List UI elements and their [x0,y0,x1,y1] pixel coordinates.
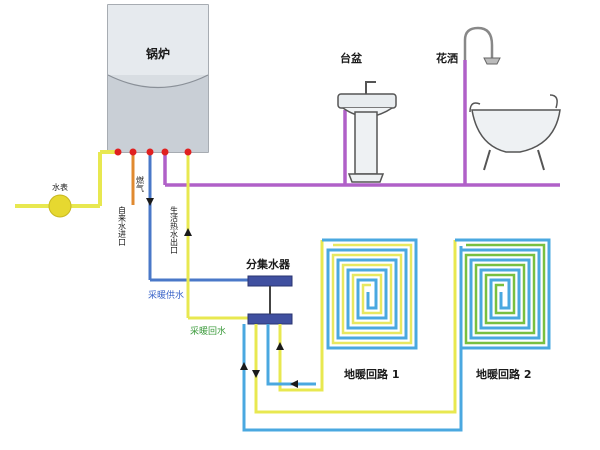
loop2-spiral-green [464,243,546,345]
cold-water-pipes [163,60,560,187]
port-1 [114,148,122,156]
loop1-spiral-blue [322,238,418,350]
loop1-arrow-up-icon [276,342,284,350]
boiler-divider [107,74,209,88]
loop2-supply-pipe [254,240,457,414]
boiler-panel [108,5,208,75]
loop1-return-pipe [266,324,316,386]
cold-inlet-label: 自来水进口 [118,205,127,246]
boiler: 锅炉 [107,4,209,153]
loop1-spiral-yellow [331,243,413,345]
loop-connections [240,240,463,432]
bathtub-rim-right [549,94,558,109]
loop2-label: 地暖回路 2 [476,367,531,381]
loop1-arrow-icon [290,380,298,388]
basin-top [337,93,397,109]
return-arrow-icon [184,228,192,236]
supply-arrow-icon [146,198,154,206]
floor-loop-1: 地暖回路 1 [322,238,418,381]
basin-base [347,173,385,183]
loop2-arrow-down-icon [252,370,260,378]
tub-leg-2 [537,149,545,171]
boiler-label: 锅炉 [146,46,170,61]
port-4 [161,148,169,156]
loop1-supply-pipe [278,240,324,392]
port-3 [146,148,154,156]
manifold: 分集水器 [246,257,293,325]
bathtub-rim-left [469,102,481,113]
heating-return-label: 采暖回水 [190,325,226,337]
port-5 [184,148,192,156]
gas-label: 燃气 [136,175,145,192]
heating-supply-label: 采暖供水 [148,289,184,301]
floor-loop-2: 地暖回路 2 [455,238,551,381]
manifold-label: 分集水器 [246,257,291,271]
loop2-arrow-up-icon [240,362,248,370]
shower-label: 花洒 [436,51,458,65]
faucet-icon [365,81,376,94]
basin-label: 台盆 [340,51,363,65]
basin-pedestal [354,111,378,175]
tub-leg-1 [483,149,491,171]
loop1-label: 地暖回路 1 [344,367,399,381]
loop2-spiral-blue [455,238,551,350]
water-meter [48,194,72,218]
manifold-return-bar [247,313,293,325]
boiler-outlets [114,148,248,320]
shower-arm [463,26,494,60]
water-meter-label: 水表 [52,182,68,192]
shower-head-icon [483,57,501,65]
hot-outlet-label: 生活热水出口 [170,205,179,254]
shower-bath: 花洒 [436,26,561,171]
inlet-pipe: 水表 [15,150,118,218]
basin: 台盆 [337,51,397,183]
boiler-lower-panel [108,75,208,152]
manifold-supply-bar [247,275,293,287]
bathtub [471,109,561,153]
port-2 [129,148,137,156]
